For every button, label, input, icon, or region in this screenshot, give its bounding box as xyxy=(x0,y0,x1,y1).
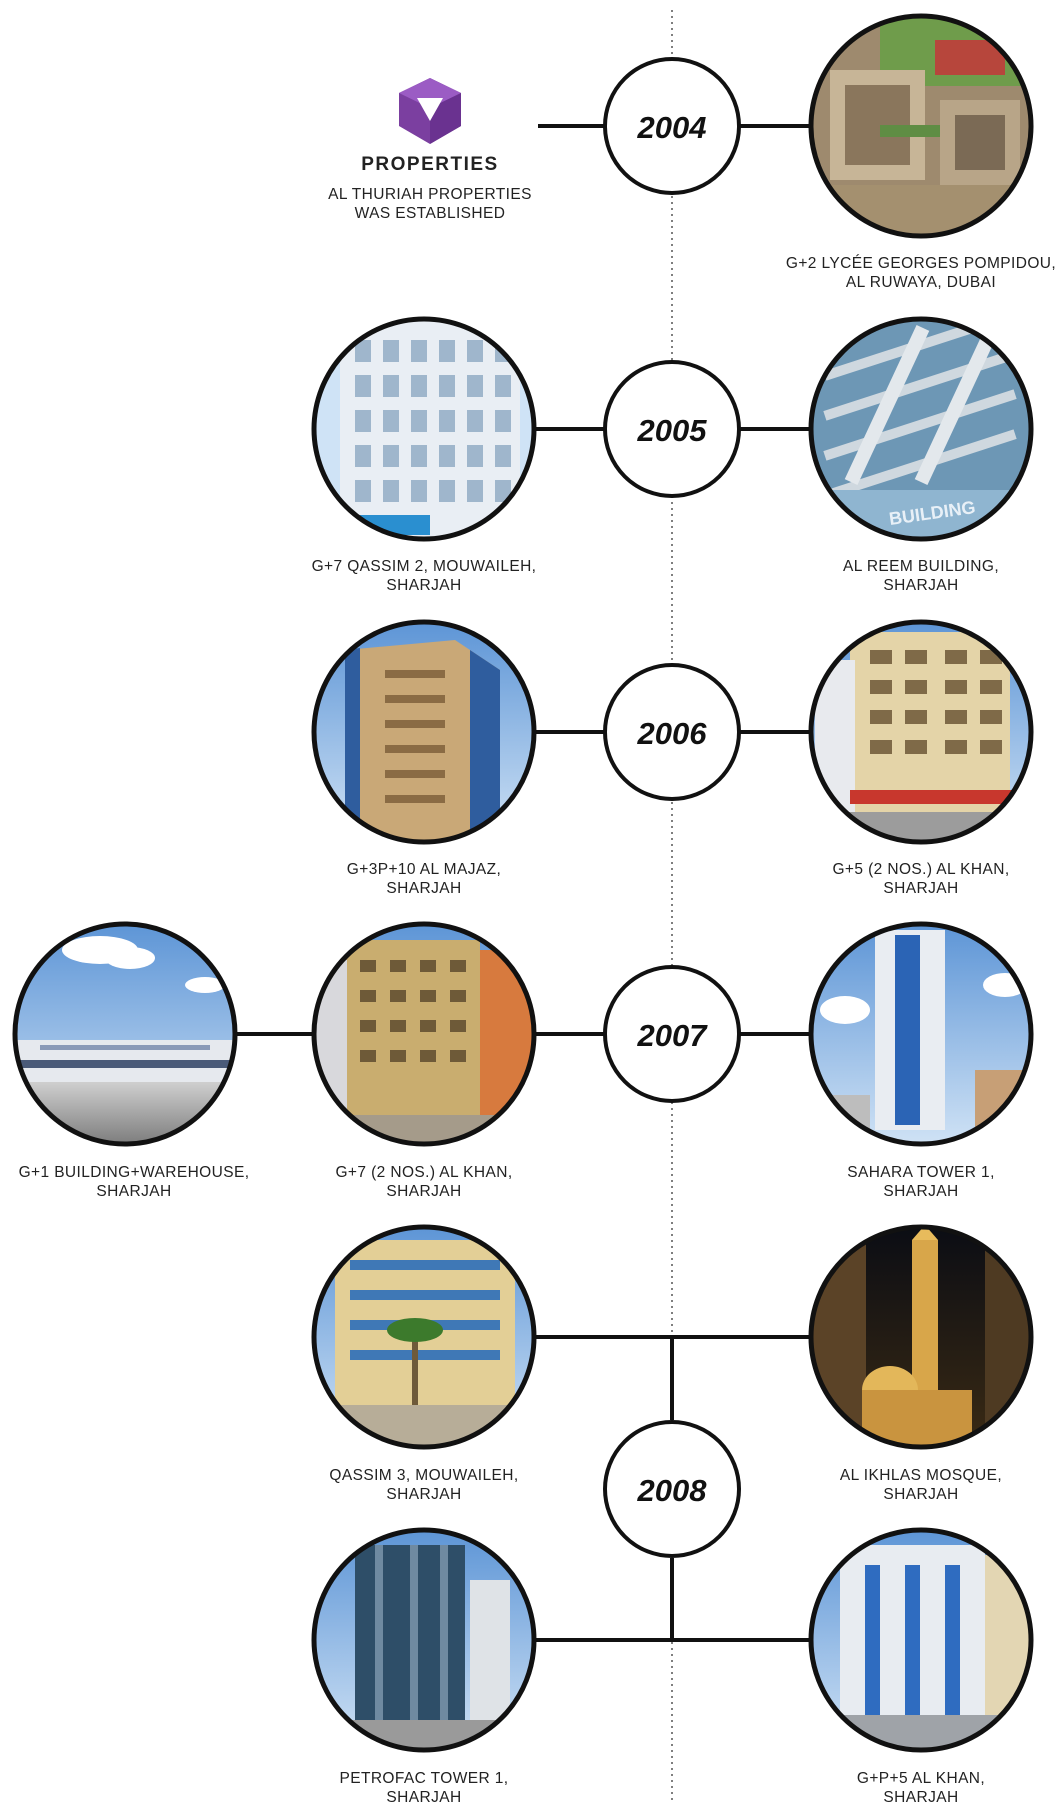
caption-line: G+3P+10 AL MAJAZ, xyxy=(346,861,502,878)
project-caption: QASSIM 3, MOUWAILEH, SHARJAH xyxy=(274,1466,574,1504)
project-caption: G+P+5 AL KHAN, SHARJAH xyxy=(771,1769,1060,1807)
project-photo-aerial-school xyxy=(808,13,1034,239)
caption-line: SHARJAH xyxy=(386,577,462,594)
project-caption: AL IKHLAS MOSQUE, SHARJAH xyxy=(771,1466,1060,1504)
project-caption: G+7 (2 NOS.) AL KHAN, SHARJAH xyxy=(274,1163,574,1201)
year-node: 2004 xyxy=(603,57,741,195)
caption-line: G+2 LYCÉE GEORGES POMPIDOU, xyxy=(785,255,1057,272)
caption-line: SHARJAH xyxy=(883,577,959,594)
project-caption: G+2 LYCÉE GEORGES POMPIDOU, AL RUWAYA, D… xyxy=(771,254,1060,292)
project-photo-mosque-night xyxy=(808,1224,1034,1450)
caption-line: G+7 QASSIM 2, MOUWAILEH, xyxy=(311,558,537,575)
project-caption: G+1 BUILDING+WAREHOUSE, SHARJAH xyxy=(0,1163,284,1201)
project-photo-palm-building xyxy=(311,1224,537,1450)
established-caption: AL THURIAH PROPERTIES WAS ESTABLISHED xyxy=(280,185,580,223)
caption-line: SHARJAH xyxy=(96,1183,172,1200)
project-photo-cream-building xyxy=(808,619,1034,845)
connectors xyxy=(235,124,811,1642)
caption-line: SHARJAH xyxy=(883,1183,959,1200)
project-photo-balcony-facade: BUILDING xyxy=(808,316,1034,542)
project-caption: G+7 QASSIM 2, MOUWAILEH, SHARJAH xyxy=(274,557,574,595)
project-photo-warehouse xyxy=(12,921,238,1147)
caption-line: SHARJAH xyxy=(386,1183,462,1200)
caption-line: AL RUWAYA, DUBAI xyxy=(845,274,997,291)
established-line: AL THURIAH PROPERTIES xyxy=(328,186,532,203)
year-label: 2005 xyxy=(637,413,708,448)
established-line: WAS ESTABLISHED xyxy=(354,205,506,222)
project-caption: G+3P+10 AL MAJAZ, SHARJAH xyxy=(274,860,574,898)
year-node: 2006 xyxy=(603,663,741,801)
caption-line: G+P+5 AL KHAN, xyxy=(856,1770,986,1787)
year-label: 2007 xyxy=(637,1018,709,1053)
caption-line: G+1 BUILDING+WAREHOUSE, xyxy=(18,1164,250,1181)
caption-line: SHARJAH xyxy=(386,880,462,897)
caption-line: SHARJAH xyxy=(883,1486,959,1503)
caption-line: G+5 (2 NOS.) AL KHAN, xyxy=(832,861,1010,878)
project-photo-glass-tower xyxy=(311,1527,537,1753)
year-label: 2006 xyxy=(637,716,708,751)
caption-line: QASSIM 3, MOUWAILEH, xyxy=(329,1467,519,1484)
year-node: 2007 xyxy=(603,965,741,1103)
project-photo-white-tower xyxy=(311,316,537,542)
caption-line: G+7 (2 NOS.) AL KHAN, xyxy=(335,1164,513,1181)
year-node: 2005 xyxy=(603,360,741,498)
project-photo-blue-highrise xyxy=(808,921,1034,1147)
caption-line: SHARJAH xyxy=(386,1789,462,1806)
project-photo-tan-building xyxy=(311,921,537,1147)
project-photo-blue-white-building xyxy=(808,1527,1034,1753)
project-caption: AL REEM BUILDING, SHARJAH xyxy=(771,557,1060,595)
caption-line: AL REEM BUILDING, xyxy=(842,558,1000,575)
brand-name: PROPERTIES xyxy=(361,154,499,175)
caption-line: SHARJAH xyxy=(883,880,959,897)
project-caption: PETROFAC TOWER 1, SHARJAH xyxy=(274,1769,574,1807)
year-node: 2008 xyxy=(603,1420,741,1558)
year-label: 2004 xyxy=(637,110,707,145)
caption-line: SHARJAH xyxy=(386,1486,462,1503)
project-caption: G+5 (2 NOS.) AL KHAN, SHARJAH xyxy=(771,860,1060,898)
year-label: 2008 xyxy=(637,1473,708,1508)
caption-line: SHARJAH xyxy=(883,1789,959,1806)
project-caption: SAHARA TOWER 1, SHARJAH xyxy=(771,1163,1060,1201)
brand-logo-icon xyxy=(399,78,461,144)
project-photo-beige-tower xyxy=(311,619,537,845)
caption-line: PETROFAC TOWER 1, xyxy=(339,1770,509,1787)
caption-line: AL IKHLAS MOSQUE, xyxy=(839,1467,1003,1484)
caption-line: SAHARA TOWER 1, xyxy=(847,1164,995,1181)
